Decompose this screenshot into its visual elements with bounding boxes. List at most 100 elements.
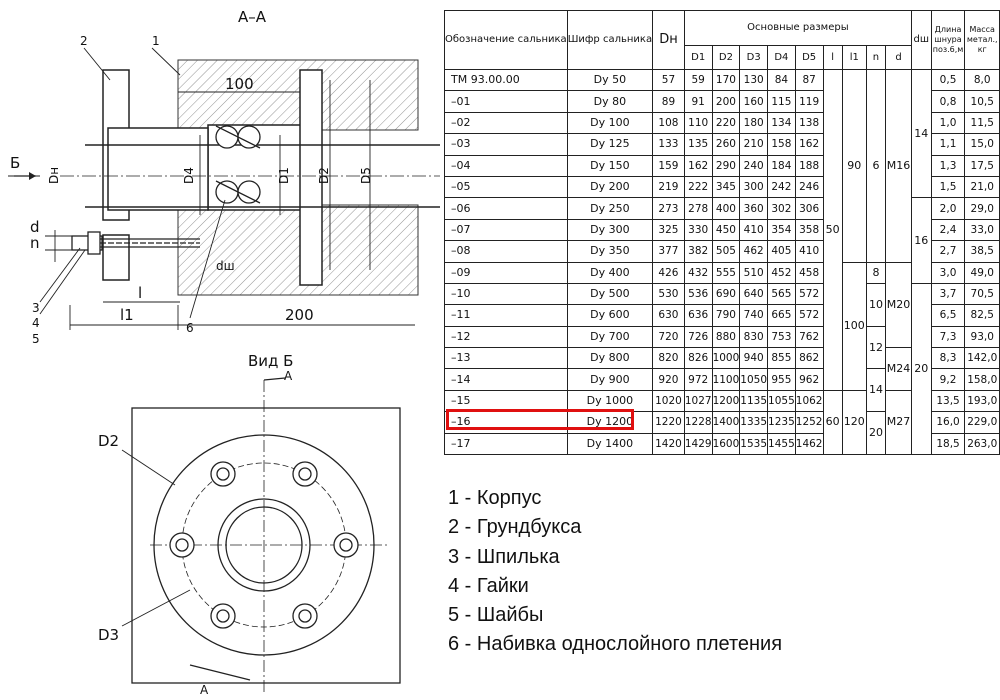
table-cell: –13 xyxy=(444,347,568,370)
callout-1: 1 xyxy=(152,34,160,48)
table-cell: 382 xyxy=(683,240,713,263)
header-d2: D2 xyxy=(711,45,741,70)
table-cell: 8,3 xyxy=(930,347,966,370)
table-cell: –10 xyxy=(444,282,568,306)
table-cell: 1062 xyxy=(794,389,824,413)
table-cell: 210 xyxy=(739,133,769,156)
dim-d4: D4 xyxy=(182,167,196,184)
table-cell: M27 xyxy=(885,389,912,456)
table-cell: 12 xyxy=(865,325,887,370)
header-cord-length: Длина шнура поз.6,м xyxy=(930,10,966,70)
table-cell: 572 xyxy=(794,282,824,306)
table-cell: 158,0 xyxy=(964,368,1000,391)
table-cell: 1050 xyxy=(739,368,769,391)
table-cell: 302 xyxy=(767,197,796,220)
table-cell: 452 xyxy=(767,261,796,284)
dim-l1: l1 xyxy=(120,306,134,324)
table-cell: 1429 xyxy=(683,432,713,456)
legend-item: 6 - Набивка однослойного плетения xyxy=(448,633,783,656)
table-cell: –06 xyxy=(444,197,568,220)
table-cell: 720 xyxy=(652,325,685,349)
table-cell: 20 xyxy=(865,411,887,456)
table-cell: 138 xyxy=(794,111,824,135)
table-cell: 565 xyxy=(767,282,796,306)
table-cell: 572 xyxy=(794,304,824,327)
table-cell: 753 xyxy=(767,325,796,349)
table-cell: Dy 600 xyxy=(566,304,654,327)
header-main-sizes: Основные размеры xyxy=(683,10,912,46)
arrow-b-label: Б xyxy=(10,154,20,172)
dim-d5: D5 xyxy=(359,167,373,184)
table-cell: M24 xyxy=(885,347,912,391)
table-cell: 242 xyxy=(767,175,796,199)
table-cell: –07 xyxy=(444,218,568,242)
table-cell: 57 xyxy=(652,68,685,92)
table-cell: 354 xyxy=(767,218,796,242)
dim-d1: D1 xyxy=(277,167,291,184)
table-cell: 358 xyxy=(794,218,824,242)
table-cell: 555 xyxy=(711,261,741,284)
table-cell: 219 xyxy=(652,175,685,199)
table-cell: 49,0 xyxy=(964,261,1000,284)
table-cell: 1200 xyxy=(711,389,741,413)
header-n: n xyxy=(865,45,887,70)
gland-drawing: А–А xyxy=(8,8,440,697)
table-cell: 16,0 xyxy=(930,411,966,434)
view-b xyxy=(131,377,401,693)
packing-rings xyxy=(215,125,261,204)
table-cell: –14 xyxy=(444,368,568,391)
table-cell: 690 xyxy=(711,282,741,306)
table-cell: Dy 350 xyxy=(566,240,654,263)
table-cell: 15,0 xyxy=(964,133,1000,156)
table-cell: 880 xyxy=(711,325,741,349)
table-cell: 630 xyxy=(652,304,685,327)
table-cell: 530 xyxy=(652,282,685,306)
table-cell: 1135 xyxy=(739,389,769,413)
table-cell: 1100 xyxy=(711,368,741,391)
table-cell: 1335 xyxy=(739,411,769,434)
table-cell: 450 xyxy=(711,218,741,242)
table-cell: 920 xyxy=(652,368,685,391)
callout-5: 5 xyxy=(32,332,40,346)
dim-dn: Dн xyxy=(47,167,61,184)
callout-4: 4 xyxy=(32,316,40,330)
table-cell: 162 xyxy=(794,133,824,156)
table-cell: 536 xyxy=(683,282,713,306)
table-cell: Dy 150 xyxy=(566,154,654,177)
table-cell: 510 xyxy=(739,261,769,284)
table-cell: 91 xyxy=(683,90,713,113)
table-cell: 855 xyxy=(767,347,796,370)
table-cell: Dy 250 xyxy=(566,197,654,220)
callout-2: 2 xyxy=(80,34,88,48)
view-label-d2: D2 xyxy=(98,432,119,450)
dimension-lines xyxy=(8,80,415,330)
table-cell: 820 xyxy=(652,347,685,370)
table-cell: 3,7 xyxy=(930,282,966,306)
table-cell: 18,5 xyxy=(930,432,966,456)
table-cell: 93,0 xyxy=(964,325,1000,349)
table-cell: 60 xyxy=(822,389,843,456)
table-cell: 345 xyxy=(711,175,741,199)
table-cell: 16 xyxy=(910,197,932,284)
table-cell: Dy 80 xyxy=(566,90,654,113)
table-cell: 21,0 xyxy=(964,175,1000,199)
table-cell: –04 xyxy=(444,154,568,177)
table-cell: 1228 xyxy=(683,411,713,434)
table-cell: 10 xyxy=(865,282,887,327)
table-cell: 1400 xyxy=(711,411,741,434)
table-cell: 330 xyxy=(683,218,713,242)
table-cell: 278 xyxy=(683,197,713,220)
highlight-box xyxy=(446,409,634,430)
table-cell: 1420 xyxy=(652,432,685,456)
table-cell: 740 xyxy=(739,304,769,327)
table-cell: 246 xyxy=(794,175,824,199)
header-d3: D3 xyxy=(739,45,769,70)
wall-section xyxy=(177,59,419,296)
table-cell: 1027 xyxy=(683,389,713,413)
dim-l: l xyxy=(138,284,142,302)
table-cell: 84 xyxy=(767,68,796,92)
table-cell: 826 xyxy=(683,347,713,370)
header-d: d xyxy=(885,45,912,70)
header-designation: Обозначение сальника xyxy=(444,10,568,70)
